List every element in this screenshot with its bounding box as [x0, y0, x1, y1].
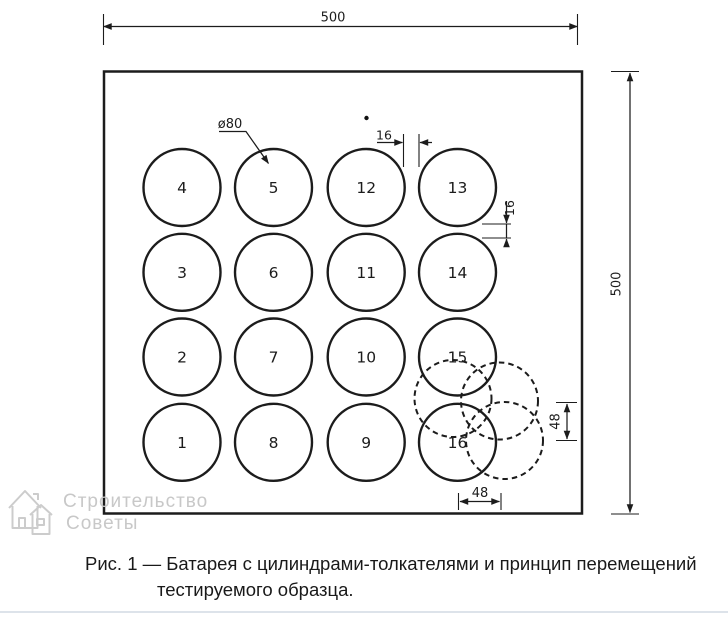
dim-width-top: 500 — [102, 11, 579, 45]
cylinder-number: 11 — [356, 264, 376, 282]
watermark-line1: Строительство — [63, 491, 209, 512]
cylinder-number: 7 — [269, 349, 279, 367]
cylinder-number: 14 — [448, 264, 468, 282]
cylinders: 4 5 12 13 3 6 11 14 2 7 10 15 1 8 9 16 — [142, 147, 498, 482]
figure-caption-line2: тестируемого образца. — [157, 579, 354, 600]
cylinder-number: 16 — [448, 434, 468, 452]
ghost-circle-3 — [465, 401, 544, 480]
figure-caption-line1: Рис. 1 — Батарея с цилиндрами-толкателям… — [85, 553, 697, 574]
gap-horizontal-label: 16 — [376, 128, 392, 143]
ghost-circle-2 — [460, 361, 539, 441]
cylinder-number: 10 — [356, 349, 376, 367]
cylinder-11: 11 — [326, 232, 406, 312]
dim-gap-vertical: 16 — [482, 200, 517, 248]
cylinder-12: 12 — [326, 147, 406, 228]
cylinder-number: 6 — [269, 264, 279, 282]
ghost-circle-1 — [413, 359, 493, 438]
cylinder-1: 1 — [142, 402, 222, 482]
cylinder-number: 4 — [177, 179, 187, 197]
dim-height-right: 500 — [610, 70, 639, 515]
watermark: Строительство Советы — [6, 486, 207, 543]
cylinder-6: 6 — [233, 232, 314, 312]
cylinder-2: 2 — [142, 317, 222, 397]
page-bottom-rule — [0, 611, 728, 613]
cylinder-number: 1 — [177, 434, 187, 452]
gap-vertical-label: 16 — [502, 200, 517, 216]
cylinder-16: 16 — [417, 402, 498, 482]
cylinder-number: 8 — [269, 434, 279, 452]
ghost-circles — [413, 359, 544, 480]
cylinder-15: 15 — [417, 317, 498, 397]
cylinder-14: 14 — [417, 232, 498, 312]
house-icon — [8, 490, 53, 535]
cylinder-5: 5 — [233, 147, 314, 228]
dim-gap-horizontal: 16 — [376, 128, 432, 167]
watermark-line2: Советы — [66, 513, 139, 534]
stray-mark — [364, 115, 369, 121]
cylinder-3: 3 — [142, 232, 222, 312]
hole-diameter-label: ø80 — [218, 117, 243, 132]
shift-horizontal-label: 48 — [472, 486, 489, 501]
cylinder-number: 13 — [448, 179, 468, 197]
cylinder-number: 2 — [177, 349, 187, 367]
cylinder-8: 8 — [233, 402, 314, 482]
cylinder-number: 5 — [269, 179, 279, 197]
cylinder-number: 9 — [361, 434, 371, 452]
cylinder-10: 10 — [326, 317, 406, 397]
cylinder-7: 7 — [233, 317, 314, 397]
dim-width-label: 500 — [321, 11, 346, 26]
dim-hole-diameter: ø80 — [218, 117, 270, 164]
cylinder-9: 9 — [326, 402, 406, 482]
dim-shift-vertical: 48 — [549, 401, 577, 442]
cylinder-13: 13 — [417, 147, 498, 228]
shift-vertical-label: 48 — [549, 413, 564, 430]
cylinder-number: 12 — [356, 179, 376, 197]
cylinder-4: 4 — [142, 147, 222, 228]
plate-outline — [102, 70, 584, 515]
dim-shift-horizontal: 48 — [457, 486, 502, 510]
cylinder-number: 15 — [448, 349, 468, 367]
cylinder-number: 3 — [177, 264, 187, 282]
dim-height-label: 500 — [610, 272, 625, 297]
